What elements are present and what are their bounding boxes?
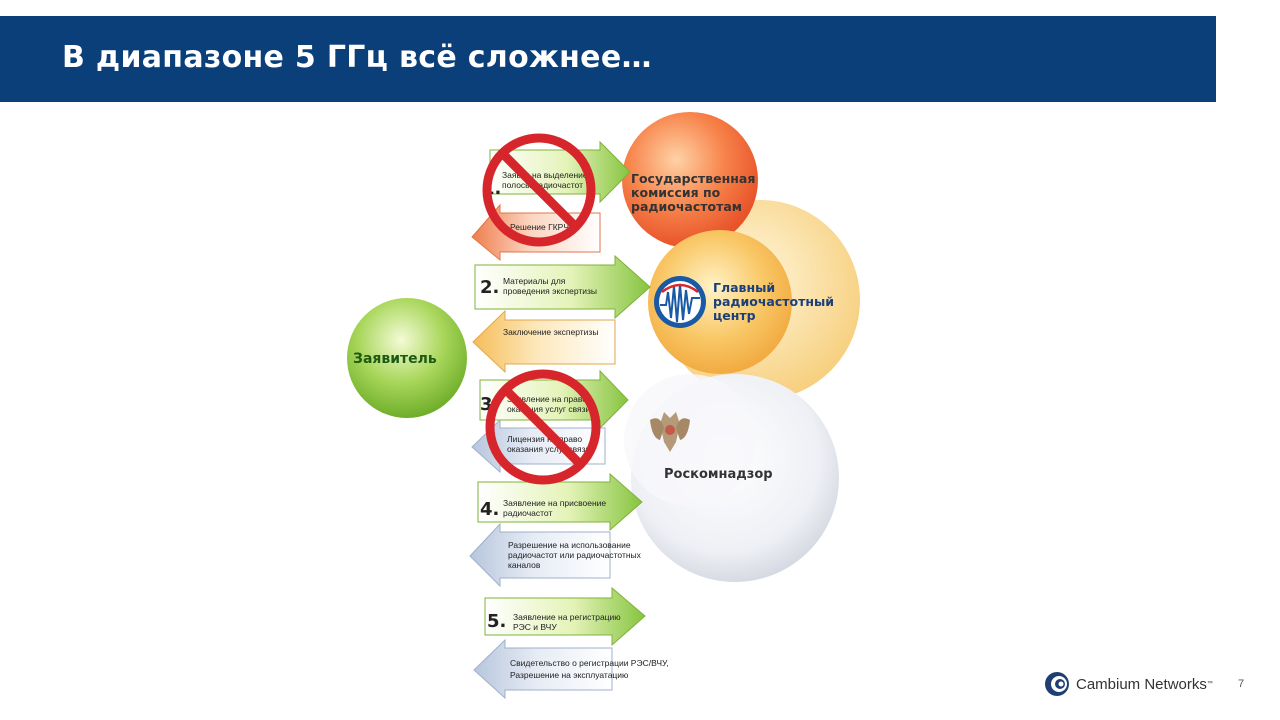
coat-of-arms-icon: [650, 412, 690, 452]
title-bar: [0, 16, 1216, 102]
prohibited-icon-step1: [482, 133, 596, 247]
step5-forward-arrow: [484, 586, 646, 647]
gkrch-circle: [622, 112, 758, 248]
step2-back-arrow: [472, 309, 616, 374]
slide-title: В диапазоне 5 ГГц всё сложнее…: [62, 40, 652, 75]
step1-back-line1: Решение ГКРЧ: [510, 222, 569, 232]
step4-back-line1: Разрешение на использование: [508, 540, 631, 550]
grchc-logo-icon: [654, 276, 706, 328]
step3-forward-line1: Заявление на право: [507, 394, 587, 404]
step1-forward-line1: Заявка на выделение: [502, 170, 588, 180]
step2-forward-arrow: [474, 254, 651, 320]
step3-back-line2: оказания услуг связи: [507, 444, 591, 454]
step4-forward-line1: Заявление на присвоение: [503, 498, 606, 508]
step4-number: 4.: [480, 499, 499, 520]
step1-forward-line2: полосы радиочастот: [502, 180, 583, 190]
gkrch-label-line1: Государственная: [631, 171, 755, 186]
grchc-circle: [648, 230, 792, 374]
step5-forward-line1: Заявление на регистрацию: [513, 612, 621, 622]
step4-forward-line2: радиочастот: [503, 508, 552, 518]
step5-back-arrow: [473, 638, 613, 700]
applicant-circle: [347, 298, 467, 418]
prohibited-icon-step3: [485, 369, 601, 485]
brand-name: Cambium Networks: [1076, 675, 1207, 693]
gkrch-label-line2: комиссия по: [631, 185, 721, 200]
step3-back-line1: Лицензия на право: [507, 434, 582, 444]
step5-forward-line2: РЭС и ВЧУ: [513, 622, 557, 632]
step4-forward-arrow: [477, 472, 643, 532]
step2-back-line1: Заключение экспертизы: [503, 327, 598, 337]
grchc-label-line1: Главный: [713, 280, 775, 295]
page-number: 7: [1238, 678, 1245, 690]
rkn-inner-circle: [624, 374, 756, 506]
step5-back-line2: Разрешение на эксплуатацию: [510, 670, 629, 680]
step2-number: 2.: [480, 277, 499, 298]
step4-back-line3: каналов: [508, 560, 541, 570]
grchc-label-line2: радиочастотный: [713, 294, 834, 309]
grchc-label-line3: центр: [713, 308, 756, 323]
cambium-swirl-icon: [1045, 672, 1069, 696]
trademark-symbol: ™: [1206, 681, 1213, 687]
cambium-logo: Cambium Networks ™: [1044, 670, 1213, 698]
applicant-label: Заявитель: [353, 351, 437, 367]
step5-number: 5.: [487, 611, 506, 632]
step4-back-arrow: [469, 522, 611, 588]
gkrch-label-line3: радиочастотам: [631, 199, 742, 214]
step4-back-line2: радиочастот или радиочастотных: [508, 550, 642, 560]
step3-forward-line2: оказания услуг связи: [507, 404, 591, 414]
step2-forward-line1: Материалы для: [503, 276, 566, 286]
step2-forward-line2: проведения экспертизы: [503, 286, 597, 296]
step5-back-line1: Свидетельство о регистрации РЭС/ВЧУ,: [510, 658, 669, 668]
rkn-label: Роскомнадзор: [664, 467, 773, 482]
